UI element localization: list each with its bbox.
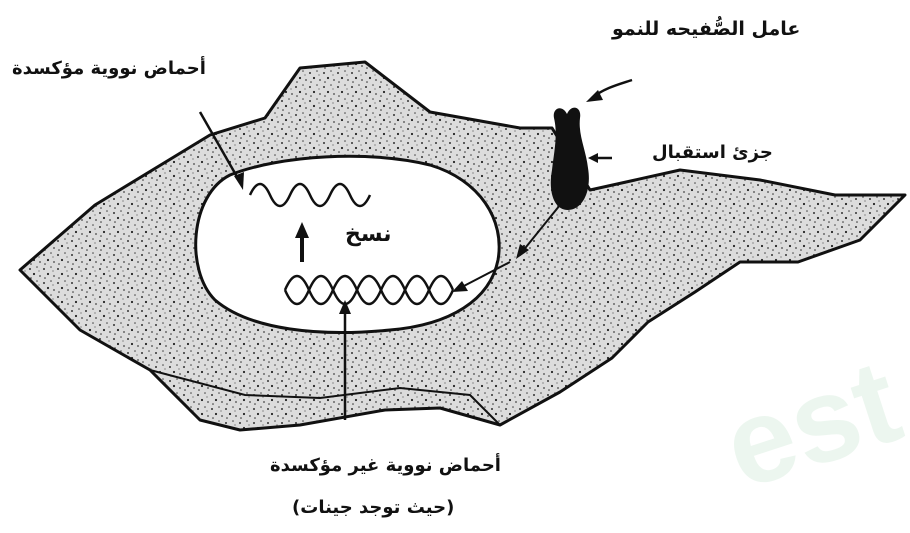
- unoxidized-acids-label: أحماض نووية غير مؤكسدة: [270, 455, 501, 476]
- receptor-molecule: [551, 108, 589, 210]
- receptor-pointer-arrowhead: [588, 153, 598, 163]
- receptor-label: جزئ استقبال: [652, 142, 773, 163]
- oxidized-acids-label: أحماض نووية مؤكسدة: [12, 58, 206, 79]
- transcription-label: نسخ: [345, 222, 392, 247]
- genes-note-label: (حيث توجد جينات): [292, 497, 454, 518]
- growth-factor-label: عامل الصُّفيحه للنمو: [612, 18, 800, 40]
